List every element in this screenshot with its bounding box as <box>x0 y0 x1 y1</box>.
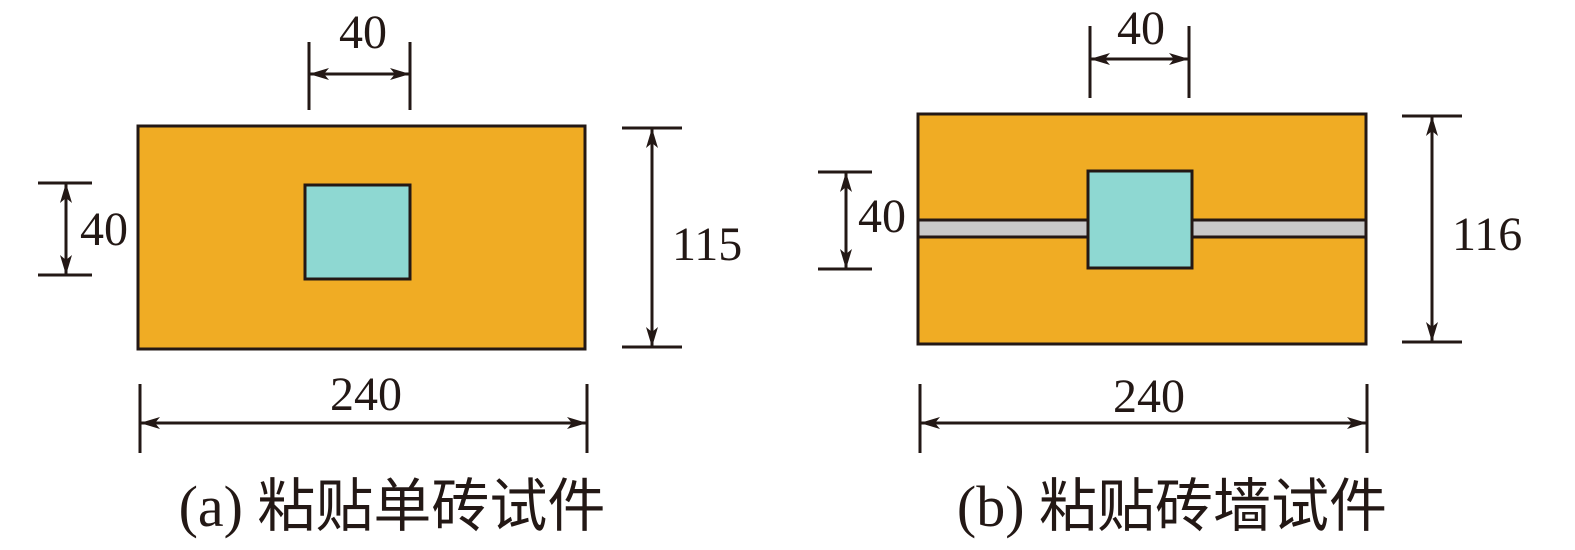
panel-b-caption: (b) 粘贴砖墙试件 <box>957 474 1387 539</box>
panel-b-tile <box>1086 169 1194 270</box>
panel-a-dim-top-label: 40 <box>339 6 387 59</box>
panel-b: 40 40 116 240 (b) 粘贴砖墙试件 <box>818 2 1522 539</box>
panel-b-dim-right-label: 116 <box>1452 208 1522 261</box>
panel-a-dim-right: 115 <box>622 126 742 349</box>
panel-a-caption: (a) 粘贴单砖试件 <box>179 474 606 539</box>
panel-a-dim-left-label: 40 <box>80 203 128 256</box>
panel-a-tile <box>303 183 412 281</box>
panel-a-dim-top: 40 <box>307 6 412 110</box>
panel-b-dim-top: 40 <box>1088 2 1191 98</box>
panel-a-dim-left: 40 <box>38 181 128 277</box>
panel-b-dim-right: 116 <box>1402 114 1522 344</box>
panel-b-dim-bottom-label: 240 <box>1113 370 1185 423</box>
panel-b-dim-left-label: 40 <box>858 190 906 243</box>
panel-a-dim-right-label: 115 <box>672 218 742 271</box>
panel-a: 40 40 115 240 (a) 粘贴单砖试件 <box>38 6 742 539</box>
panel-b-dim-bottom: 240 <box>918 370 1369 453</box>
panel-b-dim-left: 40 <box>818 170 906 271</box>
panel-a-dim-bottom-label: 240 <box>330 368 402 421</box>
panel-b-dim-top-label: 40 <box>1117 2 1165 55</box>
panel-a-dim-bottom: 240 <box>138 368 589 453</box>
